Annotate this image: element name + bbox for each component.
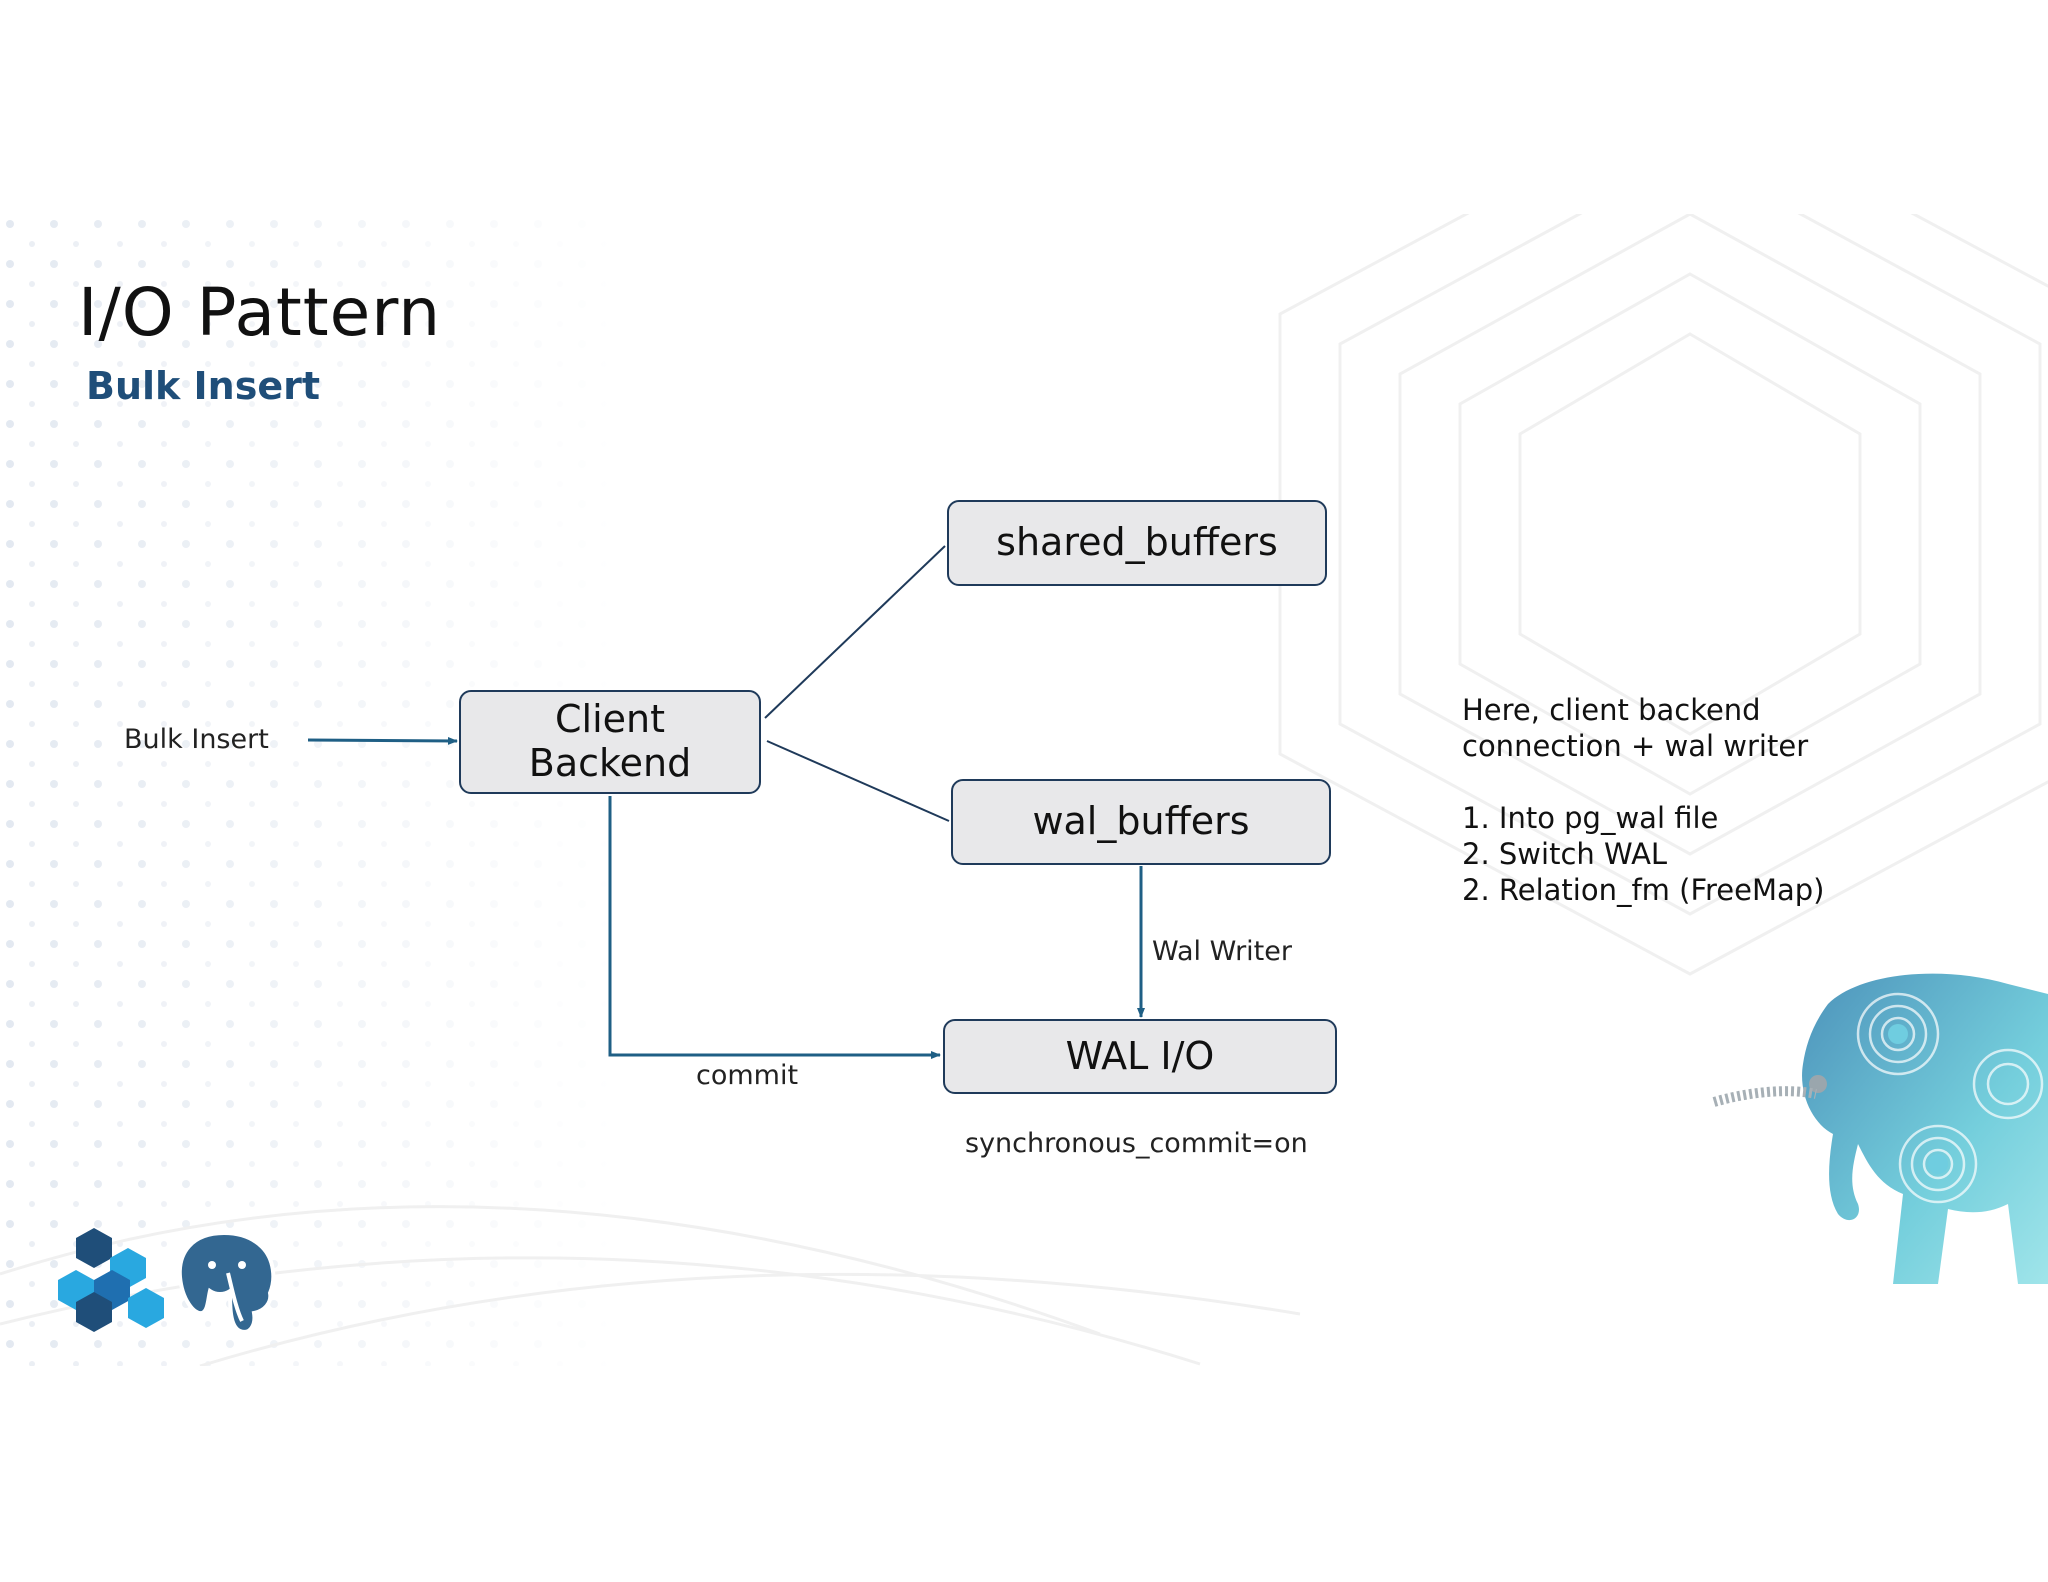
notes-intro-line1: Here, client backend: [1462, 693, 1761, 727]
wal-writer-label: Wal Writer: [1152, 936, 1292, 967]
commit-label: commit: [696, 1060, 799, 1091]
arrow-bulk-insert-to-client: [307, 736, 458, 745]
node-client-backend: Client Backend: [459, 690, 761, 794]
node-shared-buffers: shared_buffers: [947, 500, 1327, 586]
node-wal-io: WAL I/O: [943, 1019, 1337, 1094]
notes-intro-line2: connection + wal writer: [1462, 729, 1809, 763]
diagram-connectors: [307, 545, 1145, 1059]
slide: I/O Pattern Bulk Insert Bulk Insert Clie…: [0, 214, 2048, 1366]
slide-subtitle: Bulk Insert: [86, 364, 321, 408]
node-wal-buffers: wal_buffers: [951, 779, 1331, 865]
arrow-commit-to-wal-io: [608, 796, 941, 1059]
bulk-insert-label: Bulk Insert: [124, 724, 269, 755]
edge-client-to-shared-buffers: [764, 545, 946, 719]
slide-title: I/O Pattern: [78, 274, 442, 351]
edge-client-to-wal-buffers: [766, 740, 950, 822]
elephant-illustration-icon: [1712, 973, 2048, 1284]
node-client-backend-line1: Client: [554, 697, 665, 742]
notes-panel: Here, client backend connection + wal wr…: [1462, 692, 1825, 908]
postgresql-elephant-icon: [177, 1230, 276, 1334]
notes-item: 2. Switch WAL: [1462, 837, 1668, 871]
hexagon-logo-icon: [58, 1228, 164, 1332]
notes-item: 2. Relation_fm (FreeMap): [1462, 873, 1825, 907]
node-client-backend-line2: Backend: [528, 741, 692, 785]
synchronous-commit-label: synchronous_commit=on: [965, 1128, 1308, 1159]
notes-item: 1. Into pg_wal file: [1462, 801, 1719, 835]
